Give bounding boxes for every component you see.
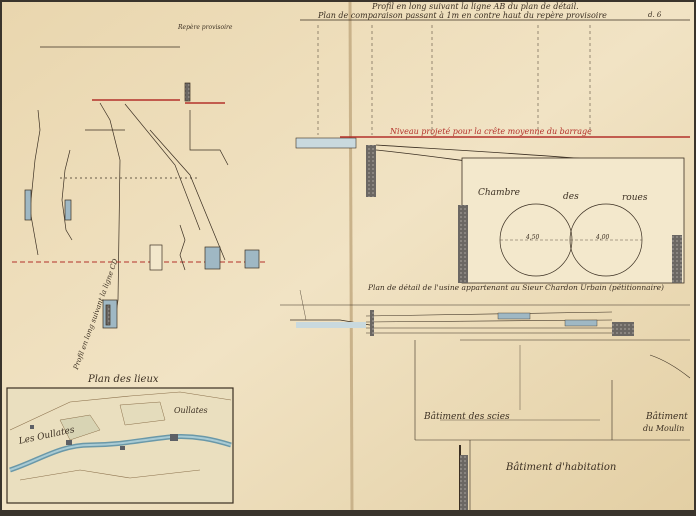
dimension-lines (299, 289, 600, 421)
left-profiles (12, 46, 265, 329)
plan-detail-label: Plan de détail de l'usine appartenant au… (368, 283, 664, 292)
detail-plan-canal (280, 304, 691, 379)
wheel-chamber (458, 157, 685, 284)
chambre-label: Chambre (478, 188, 520, 198)
header-corner: d. 6 (648, 11, 662, 19)
plan-des-lieux-title: Plan des lieux (88, 374, 159, 385)
batiment-habitation-label: Bâtiment d'habitation (506, 462, 617, 473)
paper-fold (348, 1, 354, 511)
roues-label: roues (622, 193, 648, 203)
des-label: des (563, 192, 579, 202)
profile-verticals (317, 25, 591, 135)
inset-oullates-label-2: Oullates (174, 406, 208, 415)
left-profile-note: Repère provisoire (178, 24, 233, 31)
batiment-scies-label: Bâtiment des scies (424, 412, 510, 422)
header-line-2: Plan de comparaison passant à 1m en cont… (318, 11, 607, 20)
buildings (414, 340, 690, 510)
inset-map (6, 387, 234, 504)
batiment-moulin-label-1: Bâtiment (646, 412, 688, 422)
niveau-projete-label: Niveau projeté pour la crête moyenne du … (390, 127, 592, 136)
wheel-right-dimension: 4,00 (596, 234, 610, 241)
header-line-1: Profil en long suivant la ligne AB du pl… (372, 2, 579, 11)
wheel-left-dimension: 4,50 (526, 234, 540, 241)
batiment-moulin-label-2: du Moulin (643, 424, 685, 433)
